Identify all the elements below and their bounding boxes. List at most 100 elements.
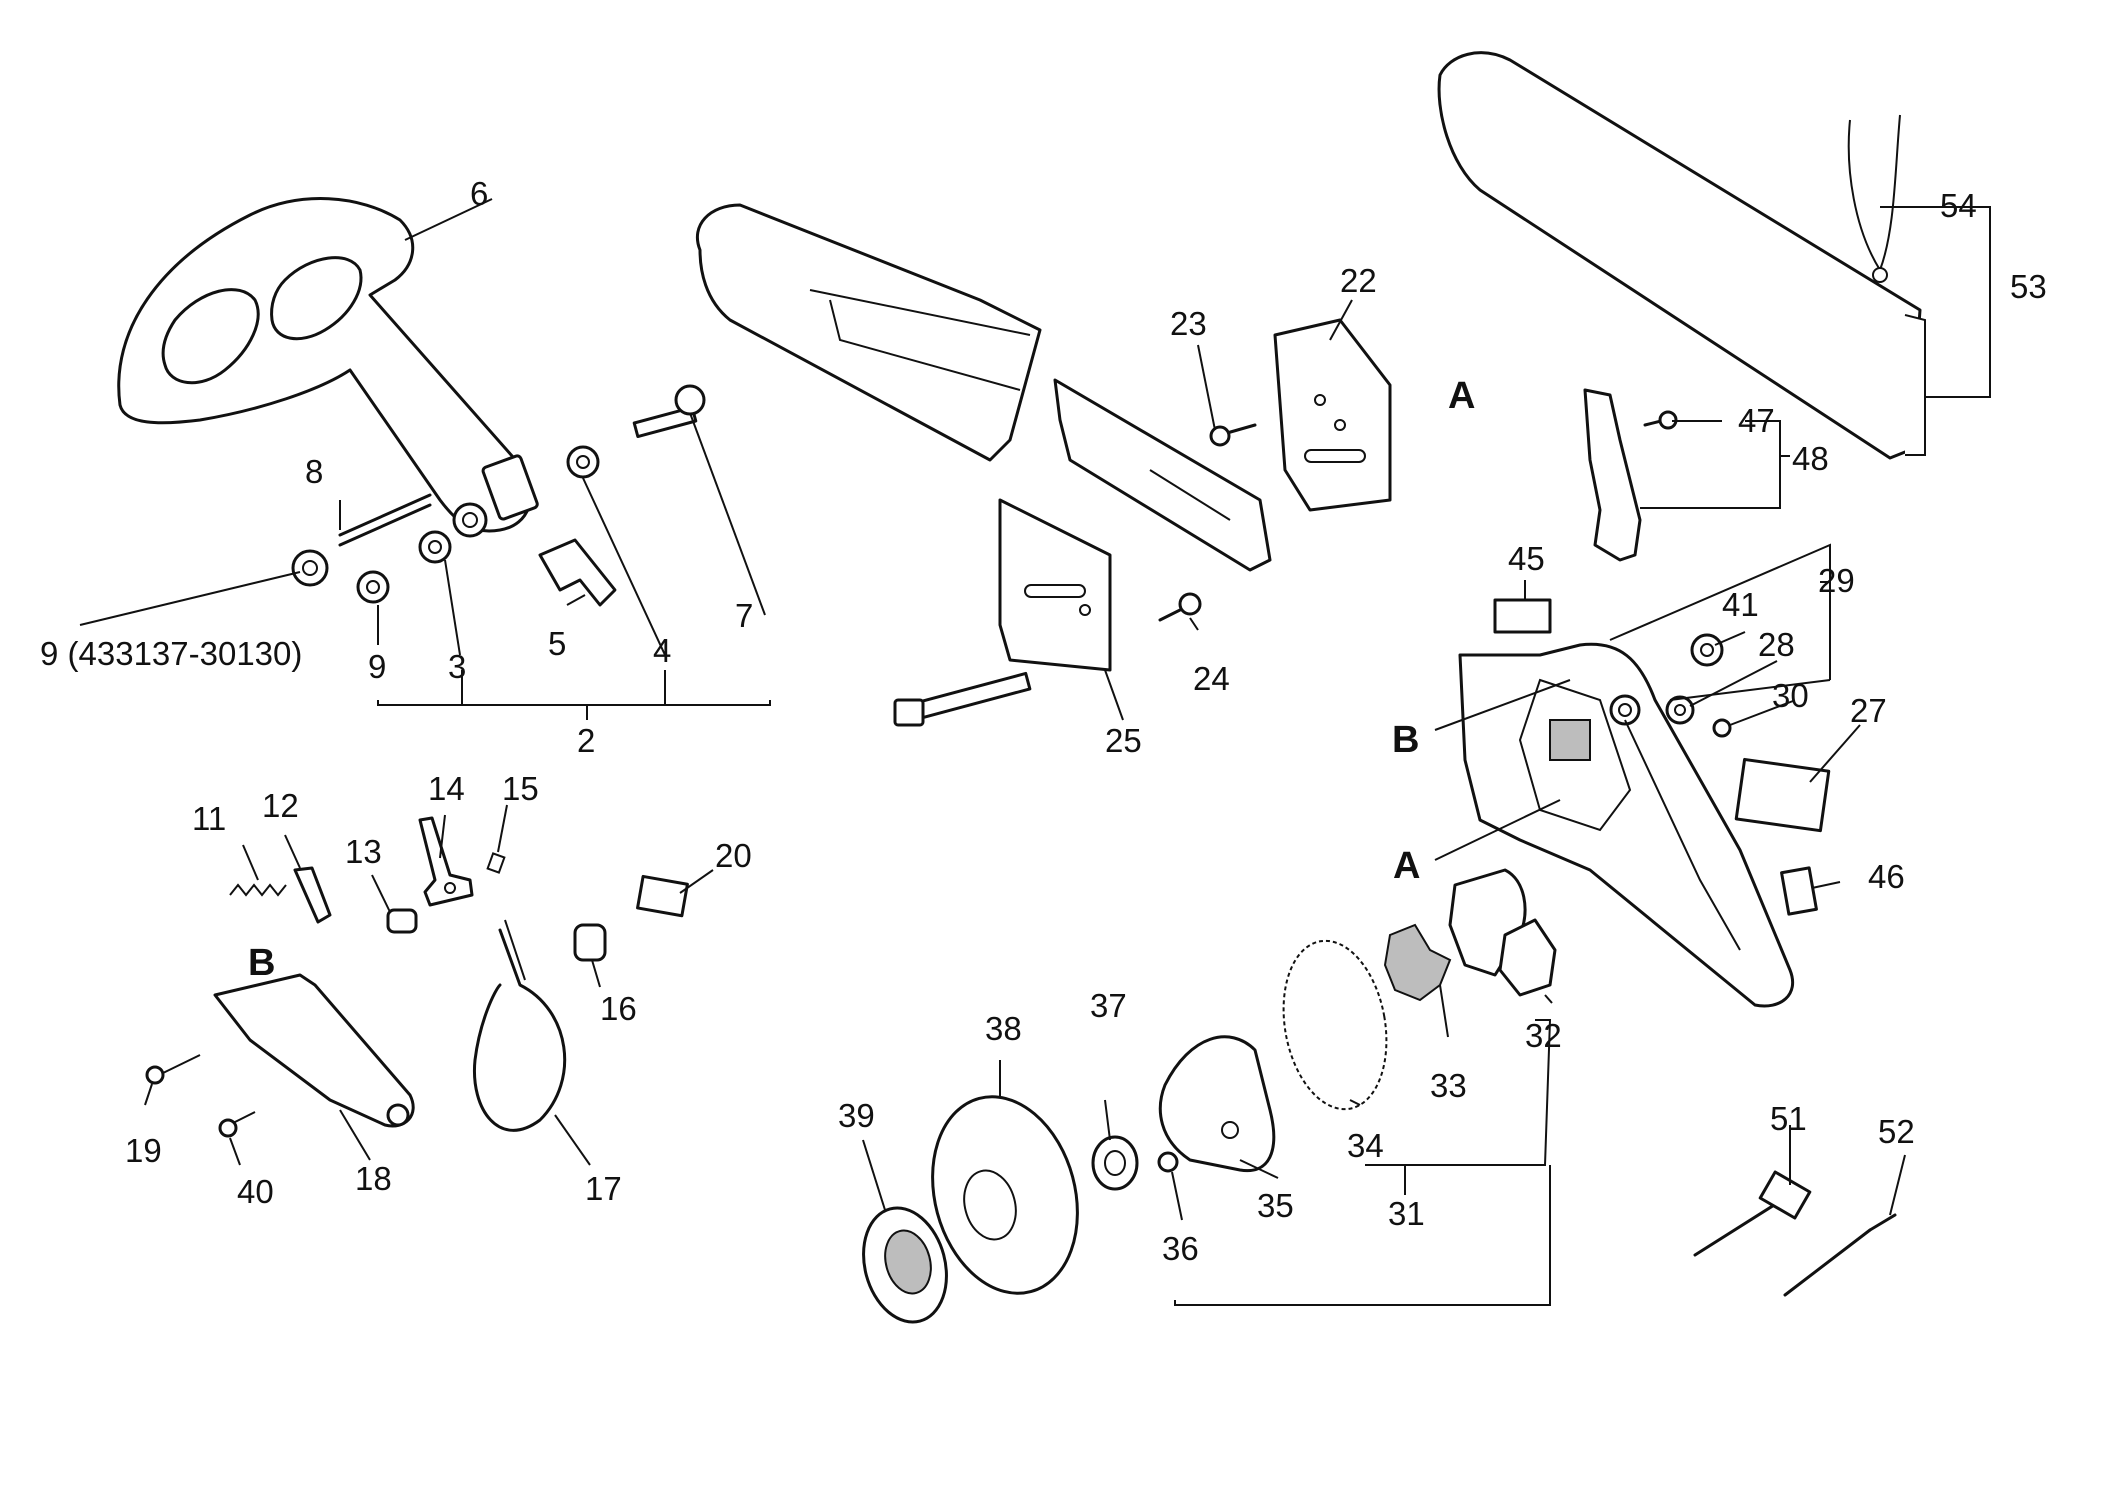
callout-3: 3 (448, 648, 466, 685)
callout-41: 41 (1722, 586, 1759, 623)
callout-12: 12 (262, 787, 299, 824)
marker-a-cover: A (1393, 845, 1420, 887)
part-19-screw (145, 1054, 201, 1085)
part-14-arm (418, 816, 474, 907)
part-7-bolt (632, 384, 706, 439)
callout-51: 51 (1770, 1100, 1807, 1137)
callout-54: 54 (1940, 187, 1977, 224)
part-45-label (1493, 598, 1552, 634)
part-24-screw (1158, 592, 1202, 622)
part-53-bar-cover (1437, 51, 1926, 460)
callout-24: 24 (1193, 660, 1230, 697)
callout-5: 5 (548, 625, 566, 662)
marker-b-cover: B (1392, 719, 1419, 761)
part-18-brake-lever (213, 973, 415, 1128)
part-54-strap (1847, 114, 1901, 283)
bar-stud-bolt (893, 671, 1032, 727)
part-11-spring (229, 883, 287, 897)
part-20-block (636, 874, 689, 918)
part-36-screw (1157, 1151, 1179, 1173)
callout-37: 37 (1090, 987, 1127, 1024)
part-52-screwdriver (1783, 1213, 1897, 1297)
part-22-outer-plate (1273, 318, 1392, 512)
callout-18: 18 (355, 1160, 392, 1197)
part-9-nut (291, 549, 329, 587)
part-32-plates (1448, 868, 1557, 997)
callout-47: 47 (1738, 402, 1775, 439)
part-15-pin (486, 852, 506, 874)
part-48-bumper-spike (1583, 388, 1642, 562)
part-6-handguard (117, 197, 539, 538)
part-17-brake-band (472, 919, 567, 1132)
callout-22: 22 (1340, 262, 1377, 299)
callout-53: 53 (2010, 268, 2047, 305)
part-37-bearing (1091, 1135, 1139, 1191)
part-40-screw (218, 1111, 256, 1138)
callout-9: 9 (368, 648, 386, 685)
callout-34: 34 (1347, 1127, 1384, 1164)
callout-38: 38 (985, 1010, 1022, 1047)
callout-17: 17 (585, 1170, 622, 1207)
callout-29: 29 (1818, 562, 1855, 599)
callout-40: 40 (237, 1173, 274, 1210)
part-28-collar (1665, 695, 1695, 725)
callout-46: 46 (1868, 858, 1905, 895)
callout-28: 28 (1758, 626, 1795, 663)
part-3-washer (418, 530, 452, 564)
part-38-clutch-drum (931, 1095, 1079, 1295)
part-13-bushing (386, 908, 418, 934)
part-39-rim-sprocket (862, 1206, 948, 1324)
marker-b-brake: B (248, 942, 275, 984)
part-27-label (1734, 757, 1831, 833)
part-23-screw (1209, 423, 1257, 447)
callout-39: 39 (838, 1097, 875, 1134)
callout-15: 15 (502, 770, 539, 807)
callout-32: 32 (1525, 1017, 1562, 1054)
callout-48: 48 (1792, 440, 1829, 477)
callout-31: 31 (1388, 1195, 1425, 1232)
callout-30: 30 (1772, 677, 1809, 714)
bar-chain-lower (1053, 378, 1272, 572)
callout-35: 35 (1257, 1187, 1294, 1224)
callout-4: 4 (653, 632, 671, 669)
callout-52: 52 (1878, 1113, 1915, 1150)
part-46-label (1780, 866, 1818, 916)
leader-lines (79, 198, 1991, 1306)
part-8-pin (338, 493, 432, 547)
part-12-lever (293, 866, 332, 924)
callout-19: 19 (125, 1132, 162, 1169)
reference-letters: A B A B (248, 375, 1475, 984)
part-30-screw (1712, 718, 1732, 738)
callout-36: 36 (1162, 1230, 1199, 1267)
callout-20: 20 (715, 837, 752, 874)
marker-a-bar: A (1448, 375, 1475, 417)
part-34-spring (1282, 939, 1388, 1111)
callout-13: 13 (345, 833, 382, 870)
callout-labels: 6 8 9 (433137-30130) 9 3 5 4 7 2 22 23 2… (40, 175, 2047, 1267)
callout-23: 23 (1170, 305, 1207, 342)
callout-8: 8 (305, 453, 323, 490)
callout-16: 16 (600, 990, 637, 1027)
part-4-collar (566, 445, 600, 479)
callout-27: 27 (1850, 692, 1887, 729)
part-29-sprocket-cover (1458, 642, 1794, 1008)
part-9-nut-b (356, 570, 390, 604)
guide-bar-chain (695, 203, 1042, 462)
part-5-clip (538, 538, 617, 607)
callout-33: 33 (1430, 1067, 1467, 1104)
part-25-inner-plate (998, 498, 1112, 672)
callout-2: 2 (577, 722, 595, 759)
part-51-wrench (1693, 1170, 1812, 1257)
callout-14: 14 (428, 770, 465, 807)
callout-9-code: 9 (433137-30130) (40, 635, 302, 672)
part-41-nut (1690, 633, 1724, 667)
part-35-clutch-shoes (1158, 1035, 1276, 1173)
callout-25: 25 (1105, 722, 1142, 759)
callout-7: 7 (735, 597, 753, 634)
part-47-screw (1643, 410, 1678, 430)
callout-6: 6 (470, 175, 488, 212)
part-16-bushing (573, 923, 607, 962)
callout-45: 45 (1508, 540, 1545, 577)
callout-11: 11 (192, 800, 226, 837)
